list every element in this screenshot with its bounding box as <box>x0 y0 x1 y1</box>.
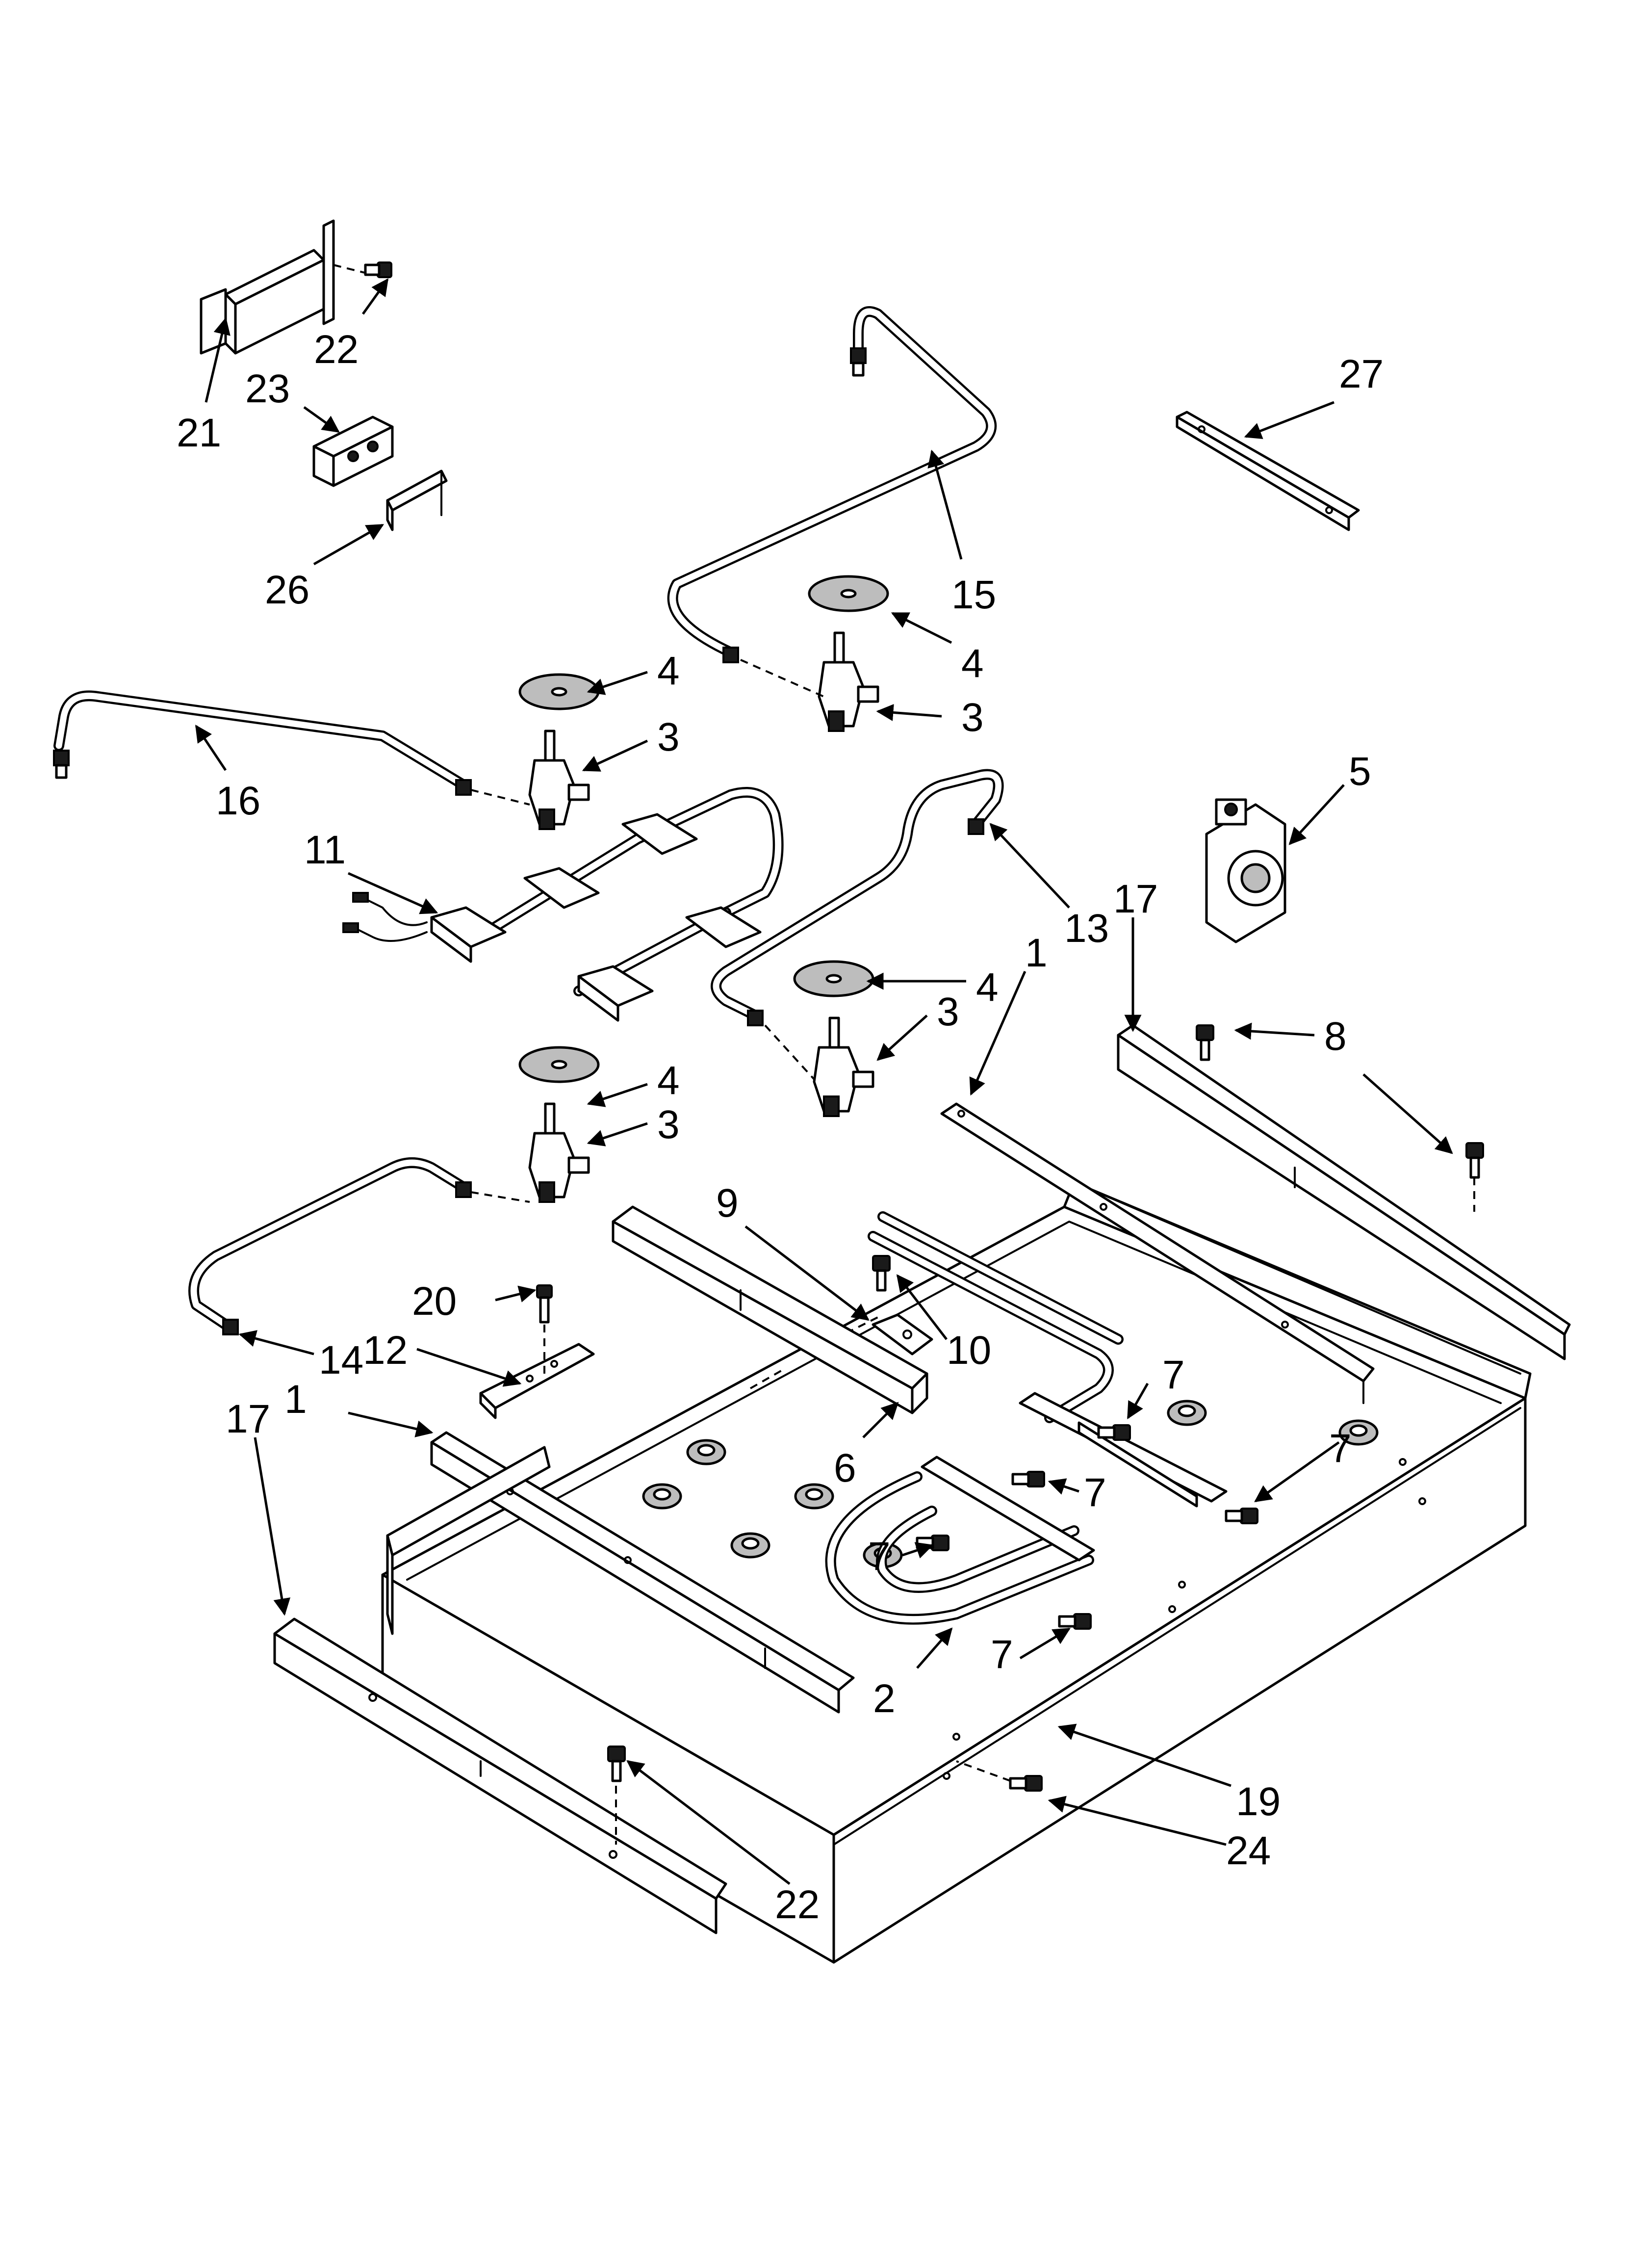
callout-14: 14 <box>319 1338 363 1382</box>
pressure-regulator-part <box>1205 798 1286 943</box>
callout-8: 8 <box>1324 1014 1347 1059</box>
burner-tube-part <box>825 1211 1228 1625</box>
callout-2: 2 <box>873 1676 896 1721</box>
callout-4: 4 <box>657 649 680 693</box>
callout-17: 17 <box>226 1397 270 1441</box>
callout-1: 1 <box>284 1377 307 1422</box>
igniter-module-box-part <box>200 219 335 355</box>
callout-7: 7 <box>868 1534 891 1579</box>
callout-4: 4 <box>976 965 999 1010</box>
screw-icon <box>536 1284 553 1324</box>
gas-tube-part-15 <box>667 306 997 663</box>
callout-21: 21 <box>177 411 221 455</box>
callout-11: 11 <box>304 828 346 872</box>
spark-module-part <box>312 416 394 487</box>
callout-labels: 21 22 23 26 15 27 4 3 4 3 16 5 11 13 17 … <box>177 327 1384 1927</box>
callout-4: 4 <box>657 1058 680 1103</box>
side-trim-part-left <box>273 1617 727 1934</box>
callout-4: 4 <box>961 641 984 686</box>
gas-tube-part-16 <box>53 690 472 796</box>
callout-16: 16 <box>216 779 260 823</box>
callout-15: 15 <box>951 573 996 617</box>
callout-23: 23 <box>245 366 290 411</box>
callout-22: 22 <box>314 327 359 372</box>
screw-icon <box>364 261 392 278</box>
callout-7: 7 <box>1084 1470 1106 1515</box>
leader-lines <box>195 278 1453 1885</box>
callout-9: 9 <box>716 1181 739 1225</box>
cross-rail-part-left <box>430 1431 855 1714</box>
callout-3: 3 <box>657 1102 680 1147</box>
gas-tube-part-13 <box>711 769 1004 1026</box>
burner-port-icon <box>642 1400 1379 1568</box>
callout-26: 26 <box>265 568 309 612</box>
callout-7: 7 <box>991 1632 1013 1677</box>
support-strip-part <box>1176 411 1360 531</box>
mounting-bracket-part <box>479 1343 595 1419</box>
cross-rail-part-right <box>940 1102 1375 1404</box>
callout-3: 3 <box>937 990 959 1034</box>
pan-front-left-wall-part <box>386 1446 551 1635</box>
igniter-harness-part <box>342 787 784 1022</box>
callout-22: 22 <box>775 1882 820 1927</box>
callout-3: 3 <box>961 695 984 740</box>
callout-1: 1 <box>1025 931 1048 975</box>
callout-10: 10 <box>947 1328 991 1373</box>
callout-20: 20 <box>412 1279 457 1324</box>
valve-icon <box>528 631 879 1203</box>
callout-3: 3 <box>657 715 680 759</box>
module-bracket-part <box>386 469 448 531</box>
callout-5: 5 <box>1349 749 1371 794</box>
callout-24: 24 <box>1226 1828 1271 1873</box>
gasket-icon <box>518 575 889 1083</box>
callout-19: 19 <box>1236 1779 1281 1824</box>
callout-6: 6 <box>834 1446 856 1490</box>
callout-7: 7 <box>1329 1426 1352 1471</box>
callout-12: 12 <box>363 1328 408 1373</box>
callout-27: 27 <box>1339 352 1384 396</box>
callout-7: 7 <box>1162 1353 1185 1397</box>
callout-17: 17 <box>1113 877 1158 921</box>
callout-13: 13 <box>1064 906 1109 951</box>
base-pan-part <box>381 1205 1527 1964</box>
burner-clip-part <box>872 1313 933 1356</box>
gas-tube-part-14 <box>188 1157 472 1335</box>
burner-bracket-part <box>612 1205 928 1414</box>
